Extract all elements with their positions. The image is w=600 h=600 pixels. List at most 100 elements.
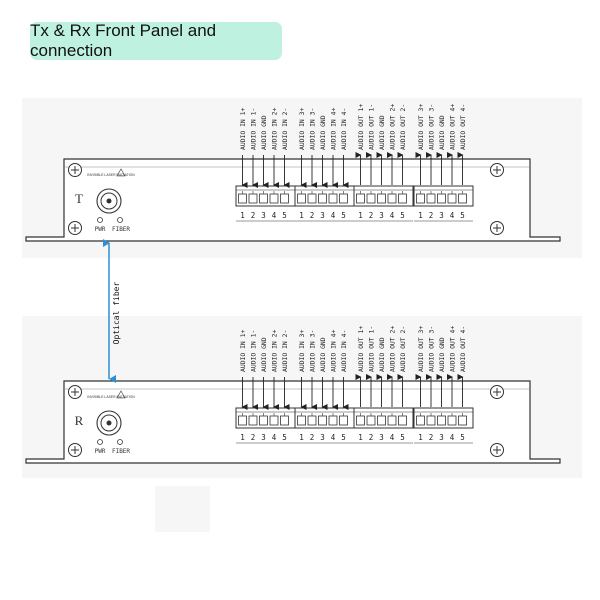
terminal-screw[interactable] <box>387 193 397 204</box>
signal-label: AUDIO IN 4- <box>340 330 348 372</box>
signal-label: AUDIO IN 3+ <box>298 108 306 150</box>
terminal-screw[interactable] <box>366 415 376 426</box>
rx-letter: R <box>75 413 84 428</box>
pwr-label: PWR <box>95 226 106 233</box>
terminal-screw[interactable] <box>398 193 407 204</box>
signal-label: AUDIO IN 2- <box>281 108 289 150</box>
signal-label: AUDIO GND <box>319 337 327 372</box>
pin-number: 5 <box>460 433 465 442</box>
signal-label: AUDIO GND <box>260 337 268 372</box>
signal-label: AUDIO OUT 4+ <box>448 326 456 372</box>
signal-label: AUDIO OUT 3+ <box>417 104 425 150</box>
terminal-screw[interactable] <box>426 415 436 426</box>
terminal-screw[interactable] <box>259 193 268 204</box>
terminal-screw[interactable] <box>447 415 457 426</box>
pin-number: 3 <box>439 433 444 442</box>
terminal-screw[interactable] <box>398 415 407 426</box>
pin-number: 5 <box>400 433 405 442</box>
pin-number: 4 <box>450 433 455 442</box>
pin-number: 1 <box>418 433 423 442</box>
terminal-screw[interactable] <box>280 415 289 426</box>
terminal-screw[interactable] <box>269 415 279 426</box>
terminal-screw[interactable] <box>458 193 467 204</box>
terminal-screw[interactable] <box>377 193 386 204</box>
terminal-screw[interactable] <box>426 193 436 204</box>
pwr-label: PWR <box>95 448 106 455</box>
fiber-port[interactable]: INVISIBLE LASER RADIATION <box>87 390 135 436</box>
signal-label: AUDIO IN 3- <box>308 108 316 150</box>
terminal-screw[interactable] <box>366 193 376 204</box>
terminal-screw[interactable] <box>318 193 327 204</box>
terminal-screw[interactable] <box>238 415 247 426</box>
terminal-screw[interactable] <box>297 193 306 204</box>
terminal-screw[interactable] <box>416 415 425 426</box>
pin-number: 2 <box>251 433 256 442</box>
pin-number: 5 <box>341 211 346 220</box>
terminal-screw[interactable] <box>259 415 268 426</box>
terminal-screw[interactable] <box>437 415 446 426</box>
pin-number: 1 <box>299 211 304 220</box>
rx-unit: R INVISIBLE LASER RADIATION PWR FIBER 1 AUDIO… <box>25 326 561 464</box>
terminal-screw[interactable] <box>328 415 338 426</box>
laser-warning-label: INVISIBLE LASER RADIATION <box>87 395 135 399</box>
terminal-screw[interactable] <box>458 415 467 426</box>
signal-label: AUDIO OUT 4- <box>459 104 467 150</box>
terminal-screw[interactable] <box>248 415 258 426</box>
pin-number: 2 <box>251 211 256 220</box>
pin-number: 1 <box>240 211 245 220</box>
signal-label: AUDIO OUT 3+ <box>417 326 425 372</box>
pin-number: 2 <box>429 211 434 220</box>
terminal-screw[interactable] <box>447 193 457 204</box>
terminal-screw[interactable] <box>318 415 327 426</box>
screw-icon <box>490 163 504 177</box>
pin-number: 2 <box>310 433 315 442</box>
terminal-screw[interactable] <box>377 415 386 426</box>
signal-label: AUDIO IN 3+ <box>298 330 306 372</box>
signal-label: AUDIO OUT 2+ <box>388 326 396 372</box>
pin-number: 3 <box>261 433 266 442</box>
laser-warning-icon <box>116 168 126 177</box>
screw-icon <box>68 385 82 399</box>
terminal-screw[interactable] <box>297 415 306 426</box>
terminal-screw[interactable] <box>437 193 446 204</box>
screw-icon <box>490 385 504 399</box>
signal-label: AUDIO GND <box>378 337 386 372</box>
signal-label: AUDIO OUT 3- <box>427 104 435 150</box>
pin-number: 5 <box>282 433 287 442</box>
signal-label: AUDIO OUT 1+ <box>357 104 365 150</box>
pin-number: 5 <box>400 211 405 220</box>
pin-number: 5 <box>282 211 287 220</box>
signal-label: AUDIO OUT 4- <box>459 326 467 372</box>
terminal-screw[interactable] <box>328 193 338 204</box>
fiber-port[interactable]: INVISIBLE LASER RADIATION <box>87 168 135 214</box>
signal-label: AUDIO IN 1- <box>249 330 257 372</box>
terminal-screw[interactable] <box>248 193 258 204</box>
pin-number: 2 <box>369 433 374 442</box>
signal-label: AUDIO OUT 1+ <box>357 326 365 372</box>
terminal-screw[interactable] <box>416 193 425 204</box>
signal-label: AUDIO IN 1+ <box>239 108 247 150</box>
terminal-screw[interactable] <box>269 193 279 204</box>
terminal-screw[interactable] <box>280 193 289 204</box>
terminal-screw[interactable] <box>307 415 317 426</box>
signal-label: AUDIO IN 1- <box>249 108 257 150</box>
terminal-screw[interactable] <box>307 193 317 204</box>
fiber-indicator-label: FIBER <box>112 448 130 455</box>
background-panel <box>155 486 210 532</box>
terminal-screw[interactable] <box>356 415 365 426</box>
diagram-title: Tx & Rx Front Panel and connection <box>30 21 282 60</box>
terminal-screw[interactable] <box>238 193 247 204</box>
terminal-screw[interactable] <box>339 415 348 426</box>
terminal-screw[interactable] <box>387 415 397 426</box>
terminal-screw[interactable] <box>339 193 348 204</box>
signal-label: AUDIO GND <box>378 115 386 150</box>
pin-number: 5 <box>341 433 346 442</box>
terminal-screw[interactable] <box>356 193 365 204</box>
fiber-led-icon <box>117 217 123 223</box>
pin-number: 1 <box>418 211 423 220</box>
